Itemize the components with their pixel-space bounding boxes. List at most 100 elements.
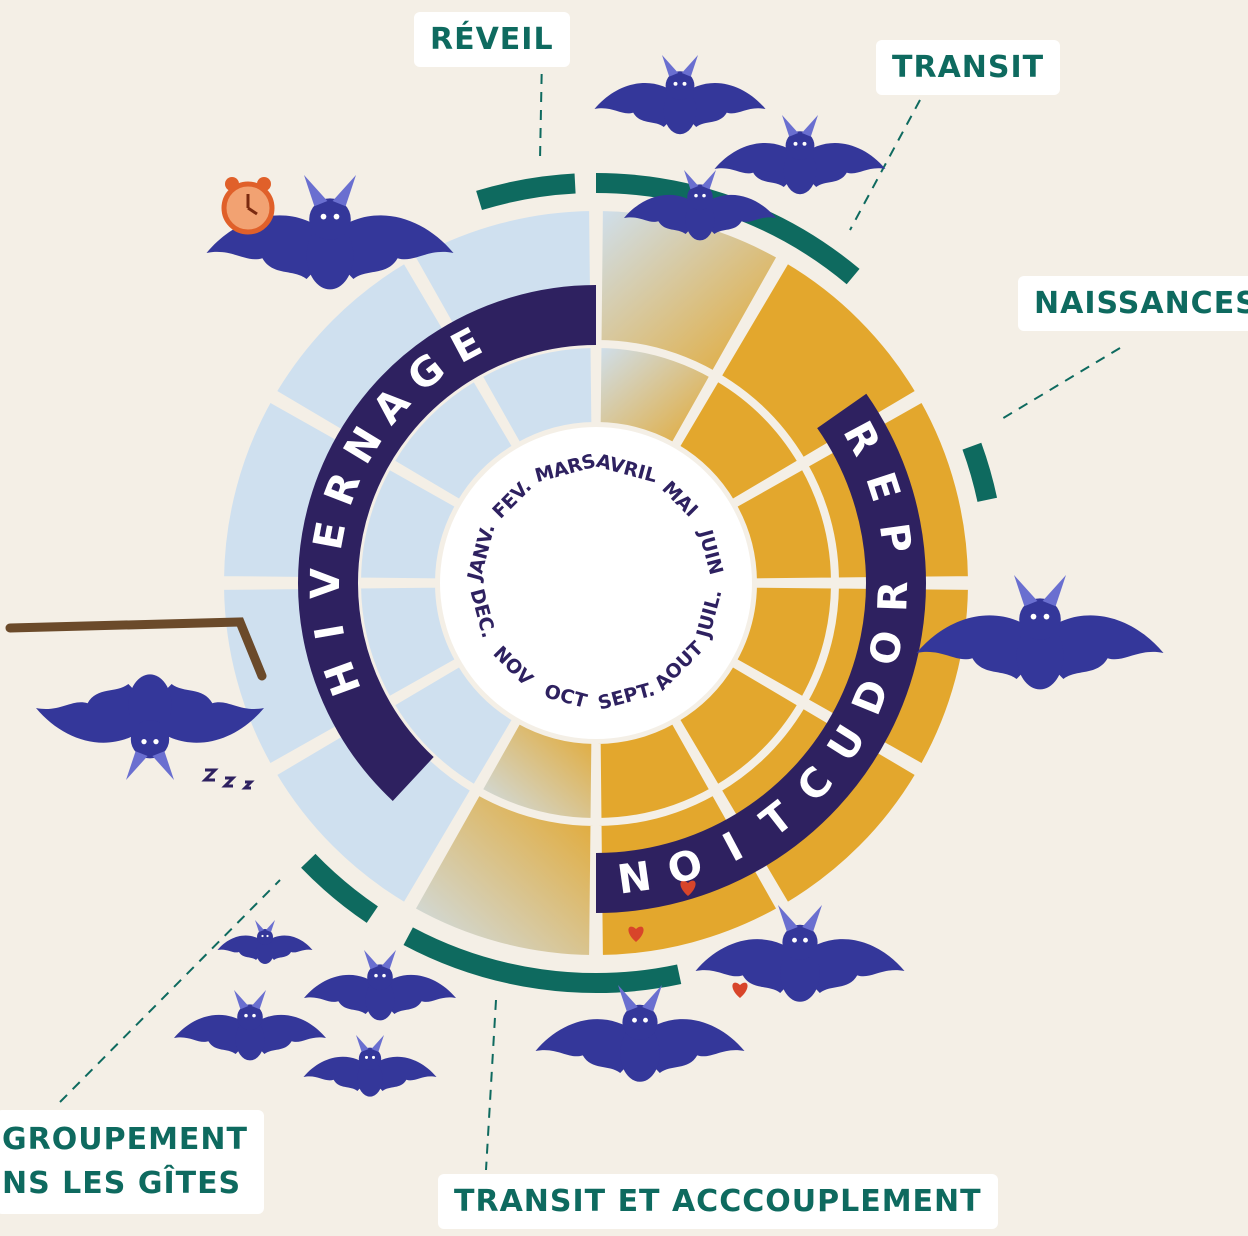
bat-wing-left (535, 1019, 640, 1073)
bat-ear (255, 920, 264, 932)
event-tag-regroupement: GROUPEMENT NS LES GÎTES (0, 1110, 264, 1214)
bat-wing-right (330, 215, 454, 279)
leader-line (539, 55, 543, 161)
phase-band-hivernage (298, 285, 597, 801)
bat-wing-right (700, 194, 776, 234)
bat-wing-left (916, 615, 1040, 679)
bat-wing-right (1040, 615, 1164, 679)
month-sector-inner (354, 462, 463, 585)
bat-head (367, 964, 393, 990)
bat-body (783, 147, 817, 195)
bat-ear (701, 170, 716, 190)
sleep-z-icon (201, 768, 219, 782)
bat-flying (624, 170, 776, 241)
bat-eye (382, 973, 386, 978)
bat-body (357, 1060, 383, 1097)
bat-flying (174, 990, 326, 1061)
bat-wing-right (370, 1056, 437, 1091)
heart-icon (732, 982, 748, 998)
bat-wing-right (35, 684, 150, 743)
bat-eye (1030, 613, 1037, 620)
bat-head (782, 924, 818, 960)
phase-letter: P (870, 520, 920, 561)
bat-head (130, 720, 170, 759)
bat-eye (643, 1017, 648, 1023)
bat-illustrations (5, 55, 1164, 1097)
event-tag-transit-accouplement: TRANSIT ET ACCCOUPLEMENT (438, 1174, 998, 1229)
event-arc-transit-accouplement (403, 927, 682, 993)
bat-ear (782, 115, 799, 137)
bat-wing-right (680, 82, 766, 127)
bat-flying (594, 55, 766, 135)
clock-bell (257, 177, 271, 191)
bat-flying (303, 1035, 437, 1097)
bat-ear (1014, 575, 1038, 607)
bat-body (780, 944, 820, 1002)
bat-ear (304, 175, 328, 207)
bat-eye (792, 937, 797, 943)
bat-head (665, 71, 695, 100)
leader-line (999, 347, 1121, 421)
bat-ear (266, 920, 275, 932)
bat-head (309, 198, 351, 240)
bat-eye (632, 1017, 637, 1023)
bat-mother (916, 575, 1164, 690)
phase-letter: N (615, 853, 661, 904)
leader-line (59, 879, 281, 1103)
bat-head (358, 1047, 382, 1070)
bat-wing-right (380, 974, 456, 1014)
bat-ear (618, 985, 638, 1012)
bat-eye (673, 81, 678, 86)
phase-band-reproduction (595, 393, 926, 913)
bat-wing-left (303, 1056, 370, 1091)
event-arc-naissances (962, 442, 998, 503)
bat-ear (356, 1035, 369, 1052)
sleep-z-icon (221, 776, 237, 788)
bat-wing-right (265, 935, 313, 960)
event-label: TRANSIT (892, 50, 1045, 85)
bat-flying (714, 115, 886, 195)
bat-ear (381, 950, 396, 970)
month-hub (440, 427, 752, 739)
bat-wing-left (304, 974, 380, 1014)
bat-ear (371, 1035, 384, 1052)
event-label: TRANSIT ET ACCCOUPLEMENT (454, 1184, 982, 1219)
bat-eye (694, 193, 698, 198)
bat-ear (332, 175, 356, 207)
event-label-line: GROUPEMENT (2, 1122, 248, 1157)
bat-head (237, 1004, 263, 1030)
bat-body (663, 87, 697, 135)
month-sector-inner (354, 581, 463, 704)
bat-wing-right (800, 939, 905, 993)
bat-eye (793, 141, 798, 146)
bat-wing-left (594, 82, 680, 127)
bat-eye (153, 738, 159, 745)
bat-eye (364, 1055, 369, 1059)
month-sector-inner (475, 716, 598, 825)
phase-letter: V (303, 562, 349, 599)
branch (5, 617, 267, 681)
month-sector-inner (729, 462, 838, 585)
alarm-clock-icon (221, 177, 275, 235)
bat-eye (802, 141, 807, 146)
month-sector-inner (594, 341, 717, 450)
phase-bands (298, 285, 926, 913)
month-sector-inner (387, 374, 520, 507)
bat-flying (304, 950, 456, 1021)
bat-eye (266, 934, 269, 938)
bat-body (685, 198, 715, 241)
sleep-z-icon (241, 780, 255, 790)
bat-ear (251, 990, 266, 1010)
leader-line (485, 999, 497, 1171)
bat-eye (244, 1013, 248, 1018)
event-arc-reveil (476, 173, 576, 211)
bat-eye (333, 213, 340, 220)
bat-eye (320, 213, 327, 220)
bat-flying (695, 905, 905, 1002)
event-label: RÉVEIL (430, 22, 554, 57)
heart-icon (628, 926, 644, 942)
event-tag-naissances: NAISSANCES (1018, 276, 1248, 331)
